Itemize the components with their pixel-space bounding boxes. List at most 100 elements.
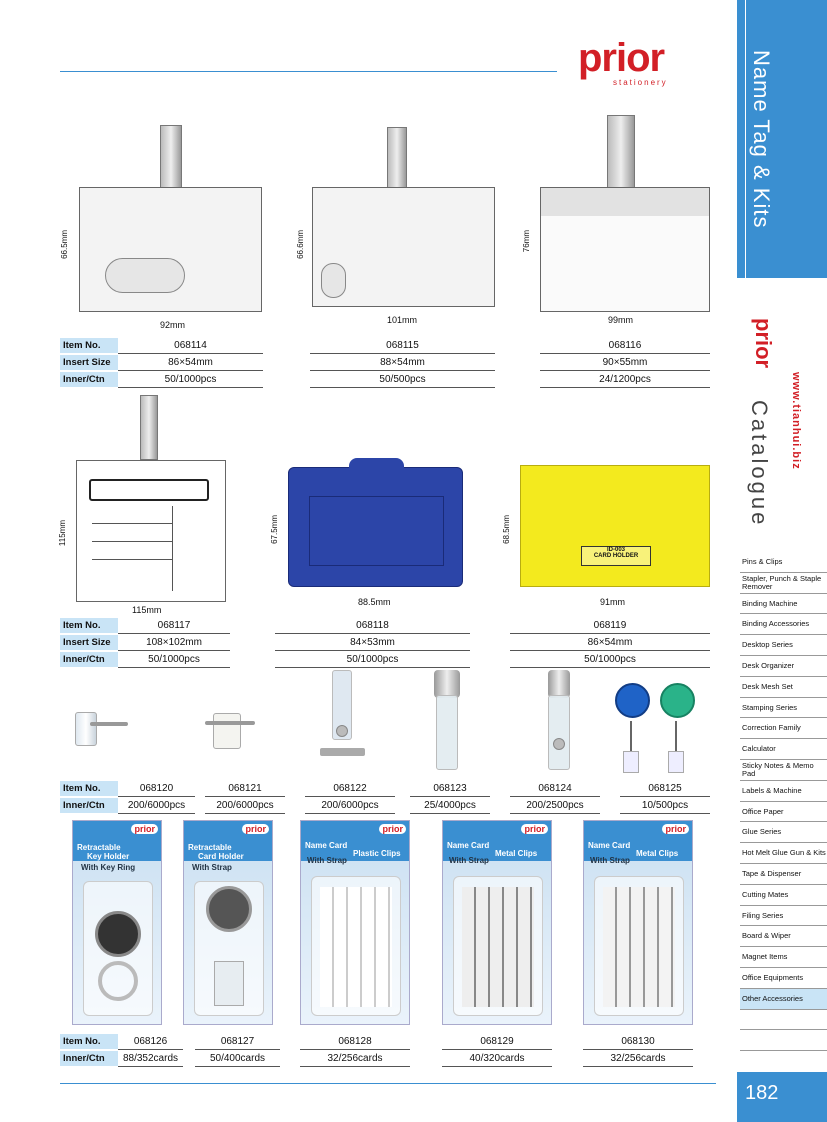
badge-holder-068116 xyxy=(540,187,710,312)
dimension-width: 92mm xyxy=(160,320,186,330)
package-line: Key Holder xyxy=(87,852,130,861)
inner-ctn: 50/1000pcs xyxy=(275,652,470,668)
badge-holder-068117 xyxy=(76,460,226,602)
bottom-rule xyxy=(60,1083,716,1084)
item-number: 068124 xyxy=(510,781,600,797)
section-title: Name Tag & Kits xyxy=(749,50,774,229)
category-item[interactable]: Office Equipments xyxy=(740,968,827,989)
category-item[interactable]: Filing Series xyxy=(740,906,827,927)
category-item[interactable]: Cutting Mates xyxy=(740,885,827,906)
category-blank-row xyxy=(740,1030,827,1052)
category-item[interactable]: Calculator xyxy=(740,739,827,760)
dimension-height: 66.6mm xyxy=(296,230,305,259)
inner-ctn: 50/500pcs xyxy=(310,372,495,388)
item-number: 068126 xyxy=(118,1034,183,1050)
category-item[interactable]: Stapler, Punch & Staple Remover xyxy=(740,573,827,594)
badge-holder-068114 xyxy=(79,187,262,312)
package-068128: prior Name Card Plastic Clips With Strap xyxy=(300,820,410,1025)
dimension-height: 66.5mm xyxy=(60,230,69,259)
package-line: Retractable xyxy=(188,843,232,852)
category-item[interactable]: Hot Melt Glue Gun & Kits xyxy=(740,843,827,864)
inner-ctn: 24/1200pcs xyxy=(540,372,710,388)
label-inner-ctn: Inner/Ctn xyxy=(60,372,118,388)
top-rule xyxy=(60,71,557,72)
inner-ctn: 200/6000pcs xyxy=(118,798,195,814)
inner-ctn: 50/1000pcs xyxy=(118,372,263,388)
inner-ctn: 32/256cards xyxy=(300,1051,410,1067)
page-number: 182 xyxy=(737,1072,827,1122)
category-item-active[interactable]: Other Accessories xyxy=(740,988,827,1010)
clip-icon xyxy=(140,395,158,460)
item-number: 068116 xyxy=(540,338,710,354)
package-line: With Key Ring xyxy=(81,863,136,872)
insert-size: 86×54mm xyxy=(510,635,710,651)
section-band xyxy=(737,0,827,278)
package-line: Plastic Clips xyxy=(353,849,401,858)
inner-ctn: 40/320cards xyxy=(442,1051,552,1067)
brand-logo-sub: stationery xyxy=(613,78,668,87)
category-item[interactable]: Labels & Machine xyxy=(740,781,827,802)
package-line: Metal Clips xyxy=(636,849,679,858)
label-inner-ctn: Inner/Ctn xyxy=(60,798,118,814)
package-line: With Strap xyxy=(307,856,347,865)
insert-size: 88×54mm xyxy=(310,355,495,371)
category-item[interactable]: Glue Series xyxy=(740,822,827,844)
package-logo: prior xyxy=(521,824,548,834)
category-item[interactable]: Desktop Series xyxy=(740,635,827,656)
item-number: 068121 xyxy=(205,781,285,797)
dimension-width: 115mm xyxy=(132,605,162,615)
strap-clip-068122 xyxy=(318,670,368,780)
brand-logo: prior stationery xyxy=(578,38,713,87)
strap-clip-068123 xyxy=(428,670,468,780)
dimension-width: 88.5mm xyxy=(358,597,391,607)
category-item[interactable]: Stamping Series xyxy=(740,698,827,719)
item-number: 068129 xyxy=(442,1034,552,1050)
package-068126: prior Retractable Key Holder With Key Ri… xyxy=(72,820,162,1025)
insert-size: 86×54mm xyxy=(118,355,263,371)
category-item[interactable]: Tape & Dispenser xyxy=(740,864,827,885)
category-item[interactable]: Desk Organizer xyxy=(740,656,827,677)
category-item[interactable]: Binding Accessories xyxy=(740,614,827,636)
package-line: Metal Clips xyxy=(495,849,538,858)
clip-icon xyxy=(160,125,182,195)
label-insert-size: Insert Size xyxy=(60,355,118,371)
item-number: 068117 xyxy=(118,618,230,634)
inner-ctn: 200/2500pcs xyxy=(510,798,600,814)
item-number: 068122 xyxy=(305,781,395,797)
package-logo: prior xyxy=(379,824,406,834)
package-line: With Strap xyxy=(590,856,630,865)
category-item[interactable]: Office Paper xyxy=(740,802,827,823)
category-item[interactable]: Magnet Items xyxy=(740,947,827,968)
category-item[interactable]: Board & Wiper xyxy=(740,926,827,948)
strap-clip-068124 xyxy=(540,670,580,780)
category-item[interactable]: Correction Family xyxy=(740,718,827,740)
package-line: Retractable xyxy=(77,843,121,852)
dimension-height: 68.5mm xyxy=(502,515,511,544)
item-number: 068130 xyxy=(583,1034,693,1050)
item-number: 068119 xyxy=(510,618,710,634)
item-number: 068128 xyxy=(300,1034,410,1050)
category-item[interactable]: Pins & Clips xyxy=(740,552,827,573)
card-text-holder: CARD HOLDER xyxy=(593,553,639,559)
section-band-border xyxy=(745,0,827,278)
badge-reels-068125 xyxy=(615,683,705,778)
inner-ctn: 25/4000pcs xyxy=(410,798,490,814)
category-item[interactable]: Desk Mesh Set xyxy=(740,677,827,698)
package-line: With Strap xyxy=(449,856,489,865)
item-number: 068120 xyxy=(118,781,195,797)
category-blank-row xyxy=(740,1010,827,1031)
label-inner-ctn: Inner/Ctn xyxy=(60,1051,118,1067)
pin-clip-068121 xyxy=(205,703,260,753)
card-text-id: ID-003 xyxy=(606,547,625,553)
item-number: 068125 xyxy=(620,781,710,797)
catalogue-label: Catalogue xyxy=(747,400,772,528)
category-item[interactable]: Binding Machine xyxy=(740,594,827,615)
label-item-no: Item No. xyxy=(60,781,118,797)
inner-ctn: 32/256cards xyxy=(583,1051,693,1067)
inner-ctn: 88/352cards xyxy=(118,1051,183,1067)
package-line: Name Card xyxy=(305,841,348,850)
package-line: Card Holder xyxy=(198,852,244,861)
category-item[interactable]: Sticky Notes & Memo Pad xyxy=(740,760,827,781)
side-logo: prior xyxy=(751,318,776,369)
label-item-no: Item No. xyxy=(60,338,118,354)
